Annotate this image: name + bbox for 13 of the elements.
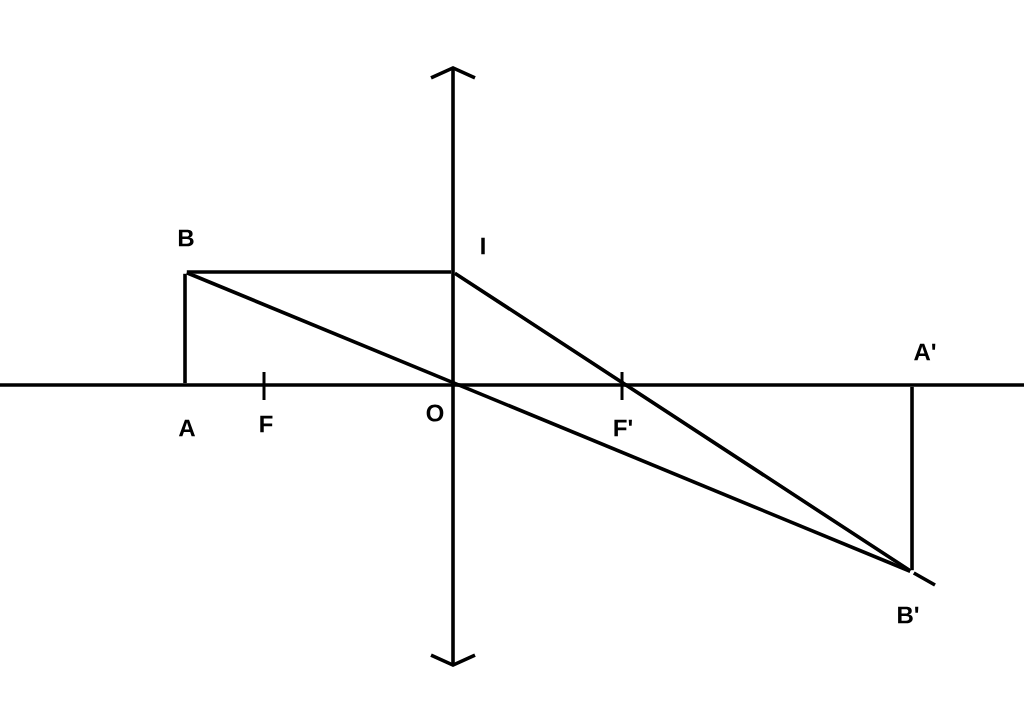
light-ray	[186, 271, 911, 573]
point: B	[178, 229, 194, 247]
light-ray	[910, 386, 914, 571]
light-ray	[186, 270, 452, 274]
light-ray	[183, 273, 187, 384]
point: B'	[898, 606, 919, 624]
point-label: O	[426, 404, 444, 422]
point: A	[178, 419, 196, 437]
point-label: F'	[614, 419, 632, 437]
point-label: F	[260, 415, 273, 433]
point: A'	[914, 343, 936, 361]
point: I	[481, 237, 485, 255]
light-ray	[453, 271, 937, 587]
